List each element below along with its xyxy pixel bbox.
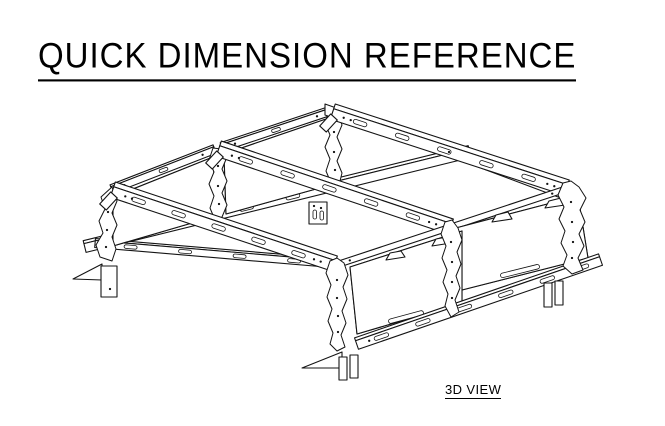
view-label: 3D VIEW <box>445 382 502 399</box>
page-title: QUICK DIMENSION REFERENCE <box>38 37 577 82</box>
